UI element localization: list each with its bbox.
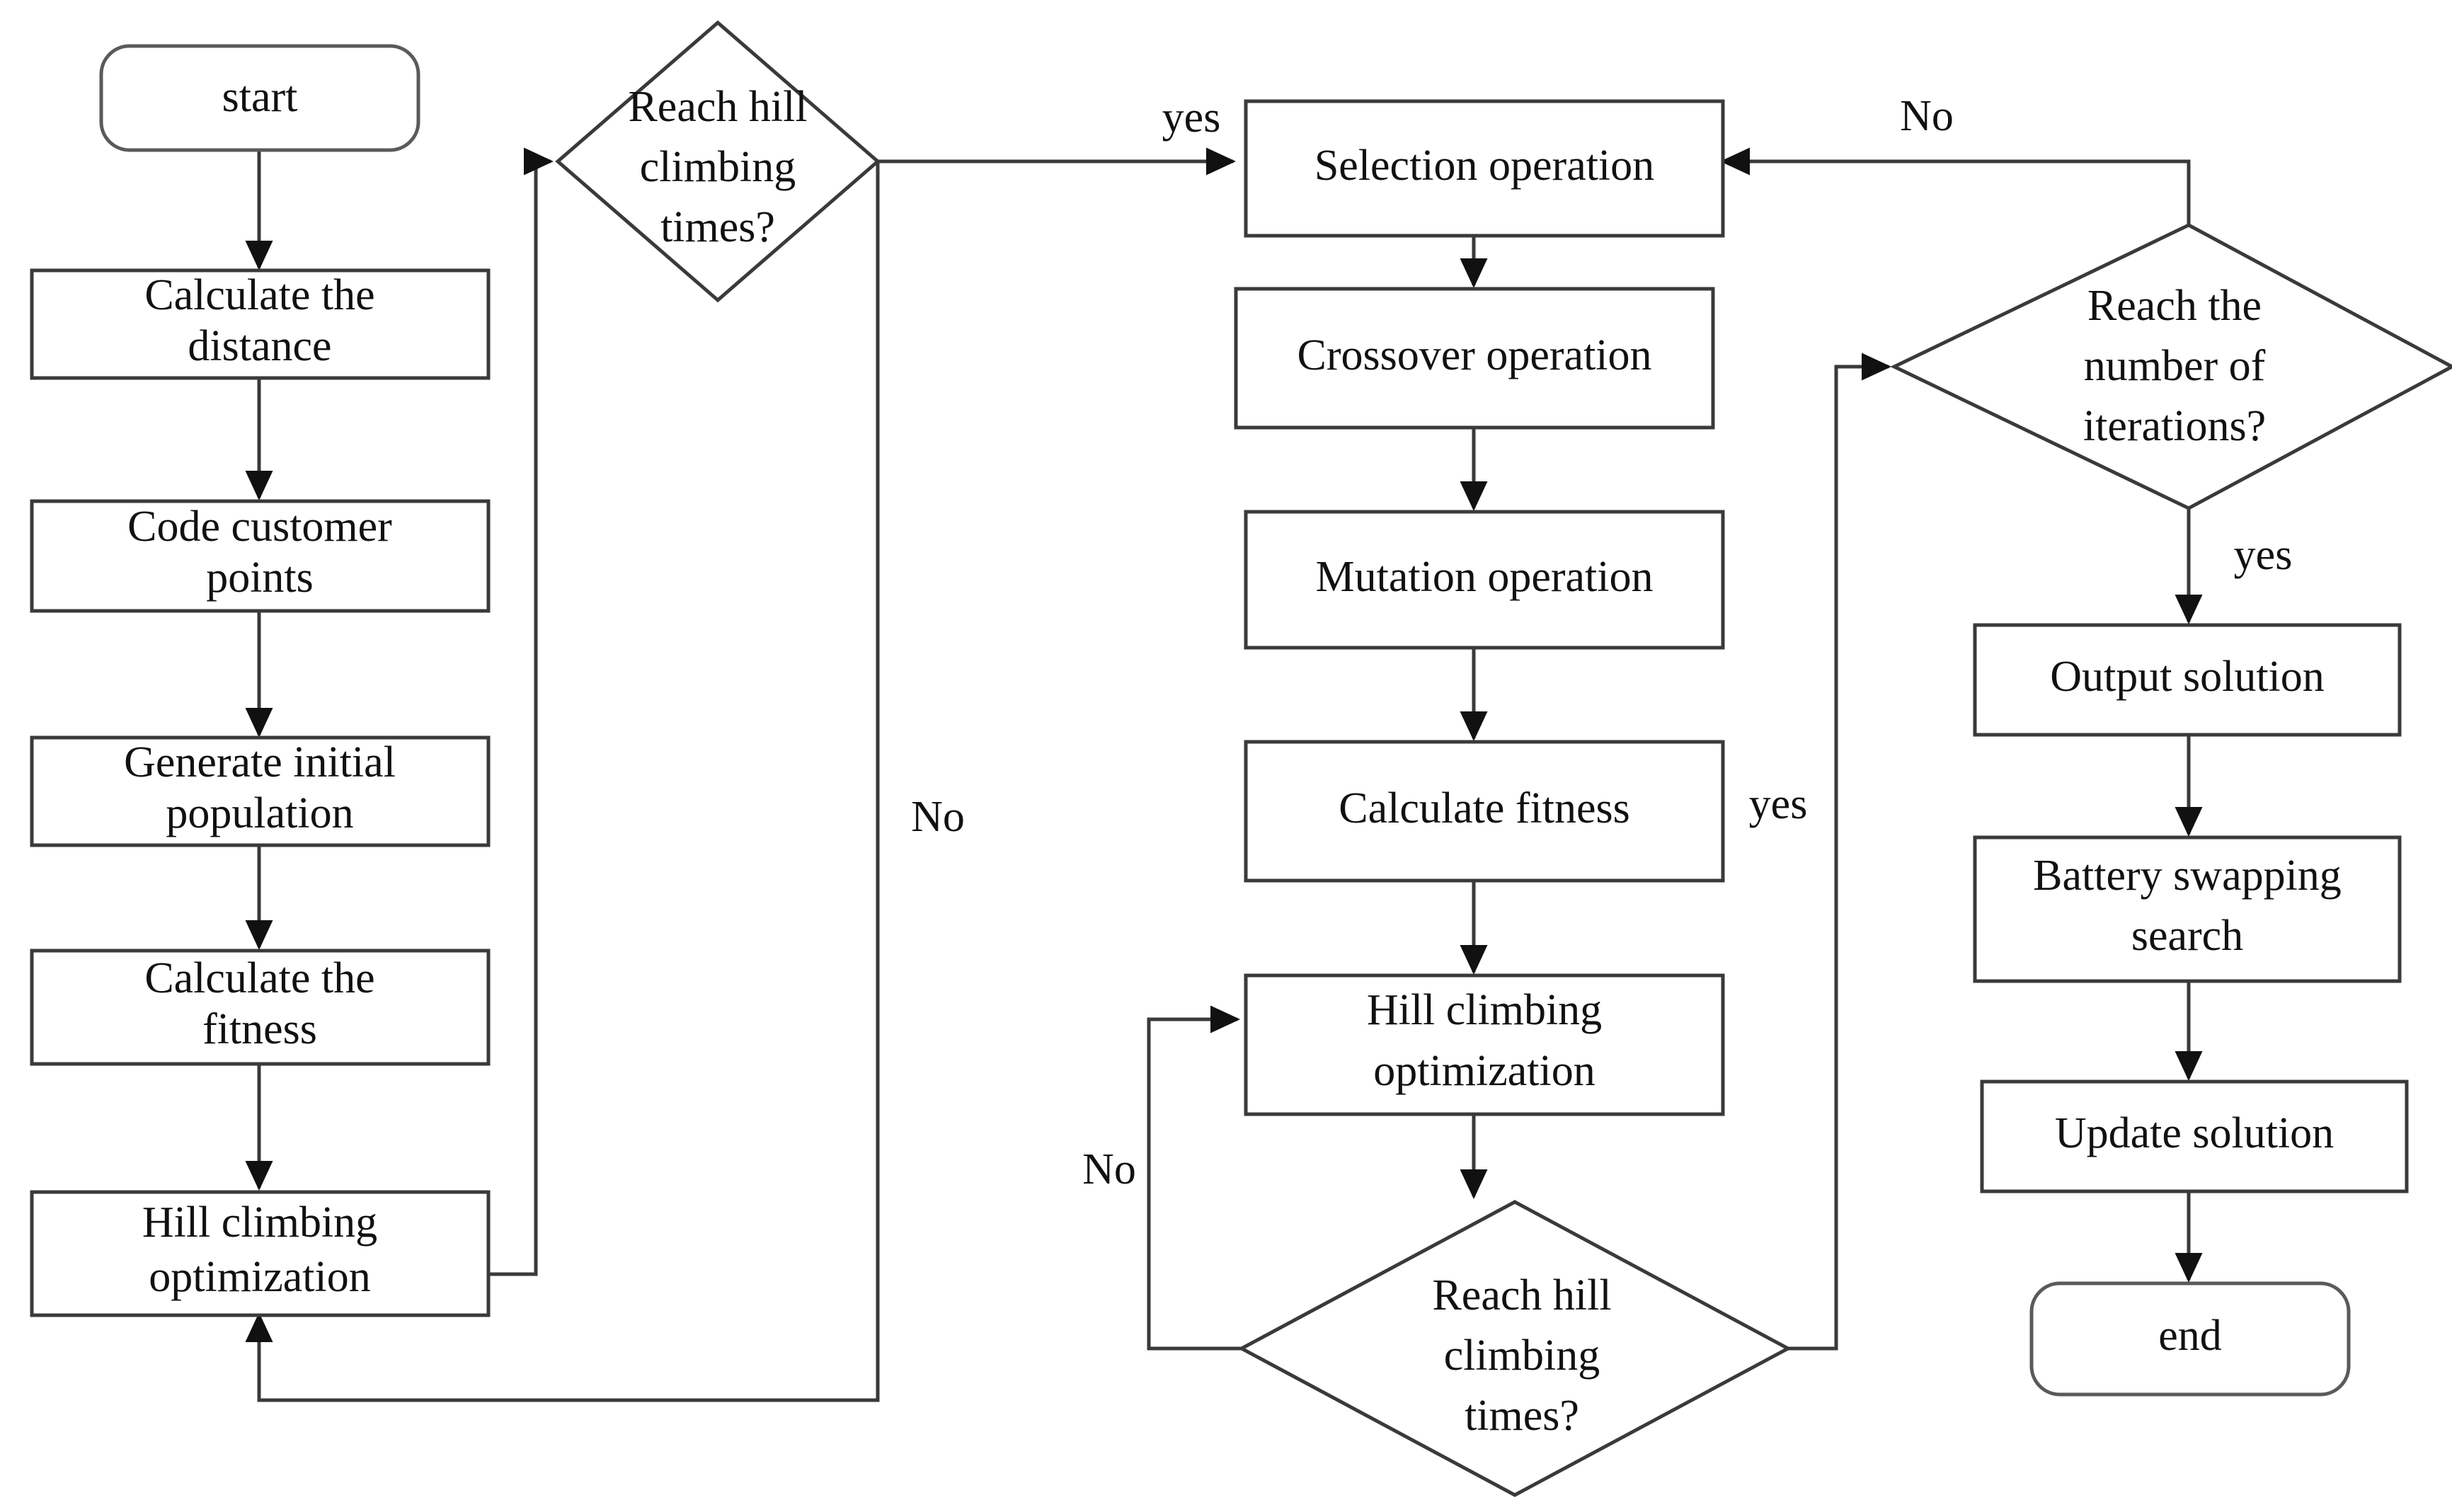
edge-label-yes-top: yes (1162, 93, 1221, 142)
calculate-fitness-center-shape (1244, 740, 1725, 883)
edge-label-no-center: No (1082, 1145, 1136, 1193)
calculate-the-fitness-label-line1: Calculate the (144, 954, 374, 1002)
edge-label-yes-iter: yes (2234, 531, 2293, 579)
node-mutation-operation[interactable]: Mutation operation (1244, 510, 1725, 650)
code-customer-points-label-line2: points (206, 554, 314, 602)
calculate-the-distance-shape (30, 268, 491, 380)
decision-reach-hill-climbing-times-1-label-line1: Reach hill (628, 83, 807, 131)
end-label-line1: end (2158, 1312, 2222, 1360)
edge-label-yes-right: yes (1749, 780, 1808, 828)
code-customer-points-shape (30, 499, 491, 613)
hill-climbing-optimization-left-shape (30, 1190, 491, 1317)
edge-hillleft-to-dec1 (488, 147, 554, 1276)
node-start[interactable]: start (99, 44, 420, 152)
calculate-fitness-center-label-line1: Calculate fitness (1339, 784, 1629, 832)
calculate-the-distance-label-line2: distance (188, 322, 331, 370)
hill-climbing-optimization-left-label-line2: optimization (149, 1253, 370, 1301)
decision-reach-number-of-iterations-label-line2: number of (2084, 342, 2266, 390)
edge-dec2-no-to-hillcenter (1147, 1005, 1318, 1351)
edge-label-layer: No yes No yes No yes (911, 92, 2292, 1193)
node-hill-climbing-optimization-center[interactable]: Hill climbing optimization (1244, 973, 1725, 1116)
selection-operation-shape (1244, 99, 1725, 238)
decision-reach-hill-climbing-times-2-label-line3: times? (1465, 1392, 1579, 1440)
calculate-the-distance-label-line1: Calculate the (144, 271, 374, 319)
hill-climbing-optimization-center-label-line1: Hill climbing (1367, 986, 1602, 1034)
hill-climbing-optimization-center-shape (1244, 973, 1725, 1116)
decision-reach-hill-climbing-times-2-label-line1: Reach hill (1432, 1271, 1611, 1319)
crossover-operation-shape (1234, 287, 1715, 430)
node-decision-reach-hill-climbing-times-2[interactable]: Reach hill climbing times? (1237, 1200, 1792, 1497)
decision-reach-hill-climbing-times-1-label-line2: climbing (640, 143, 796, 191)
battery-swapping-search-shape (1973, 835, 2402, 983)
generate-initial-population-label-line2: population (166, 789, 353, 837)
node-calculate-the-distance[interactable]: Calculate the distance (30, 268, 491, 380)
calculate-the-fitness-label-line2: fitness (202, 1005, 317, 1053)
decision-reach-hill-climbing-times-2-shape (1237, 1200, 1792, 1497)
update-solution-shape (1980, 1079, 2409, 1193)
node-end[interactable]: end (2029, 1281, 2351, 1397)
node-battery-swapping-search[interactable]: Battery swapping search (1973, 835, 2402, 983)
edge-label-no-iter: No (1900, 92, 1954, 140)
battery-swapping-search-label-line2: search (2131, 912, 2243, 960)
decision-reach-number-of-iterations-shape (1890, 223, 2452, 510)
selection-operation-label-line1: Selection operation (1314, 142, 1654, 190)
mutation-operation-label-line1: Mutation operation (1316, 553, 1654, 601)
battery-swapping-search-label-line1: Battery swapping (2033, 852, 2342, 900)
code-customer-points-label-line1: Code customer (127, 503, 392, 551)
mutation-operation-shape (1244, 510, 1725, 650)
generate-initial-population-label-line1: Generate initial (124, 738, 396, 786)
node-update-solution[interactable]: Update solution (1980, 1079, 2409, 1193)
decision-reach-number-of-iterations-label-line1: Reach the (2087, 282, 2262, 330)
output-solution-shape (1973, 623, 2402, 737)
edge-dec1-no-down (245, 161, 880, 1402)
node-calculate-fitness-center[interactable]: Calculate fitness (1244, 740, 1725, 883)
start-label-line1: start (222, 73, 298, 121)
update-solution-label-line1: Update solution (2055, 1109, 2334, 1157)
node-code-customer-points[interactable]: Code customer points (30, 499, 491, 613)
edge-layer (245, 147, 2203, 1402)
output-solution-label-line1: Output solution (2050, 653, 2325, 701)
node-selection-operation[interactable]: Selection operation (1244, 99, 1725, 238)
edge-deciter-no-to-selection (1719, 147, 2191, 225)
generate-initial-population-shape (30, 735, 491, 847)
end-shape (2029, 1281, 2351, 1397)
edge-label-no-left: No (911, 793, 965, 841)
node-output-solution[interactable]: Output solution (1973, 623, 2402, 737)
node-calculate-the-fitness[interactable]: Calculate the fitness (30, 949, 491, 1066)
decision-reach-number-of-iterations-label-line3: iterations? (2083, 402, 2266, 450)
hill-climbing-optimization-left-label-line1: Hill climbing (142, 1198, 377, 1247)
decision-reach-hill-climbing-times-1-label-line3: times? (660, 203, 775, 251)
node-decision-reach-number-of-iterations[interactable]: Reach the number of iterations? (1890, 223, 2452, 510)
calculate-the-fitness-shape (30, 949, 491, 1066)
decision-reach-hill-climbing-times-1-outline (555, 20, 881, 303)
node-hill-climbing-optimization-left[interactable]: Hill climbing optimization (30, 1190, 491, 1317)
node-crossover-operation[interactable]: Crossover operation (1234, 287, 1715, 430)
node-decision-reach-hill-climbing-times-1[interactable]: Reach hill climbing times? (555, 20, 881, 303)
decision-reach-hill-climbing-times-2-label-line2: climbing (1444, 1331, 1600, 1380)
hill-climbing-optimization-center-label-line2: optimization (1373, 1047, 1595, 1095)
start-shape (99, 44, 420, 152)
node-generate-initial-population[interactable]: Generate initial population (30, 735, 491, 847)
crossover-operation-label-line1: Crossover operation (1297, 331, 1651, 379)
